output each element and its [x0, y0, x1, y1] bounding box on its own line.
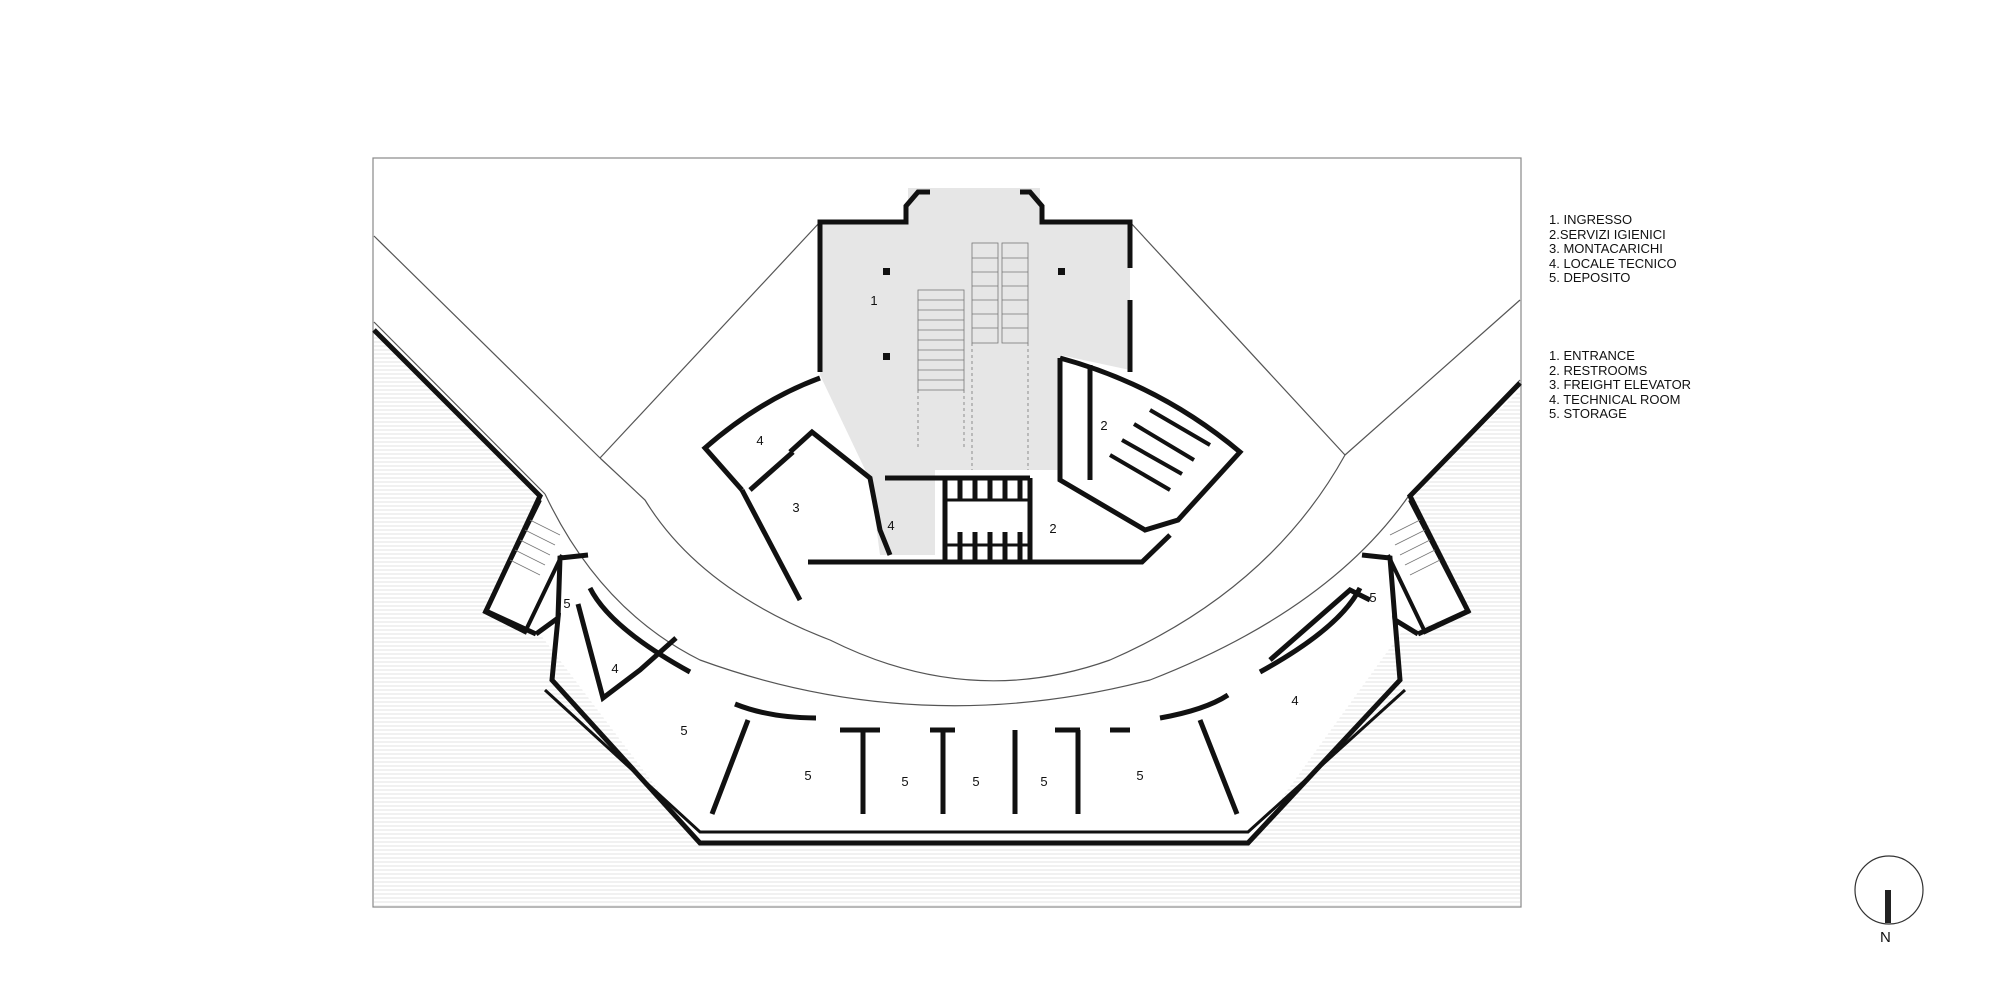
corner-stair-treads: [509, 519, 1441, 576]
room-label-storage-1: 5: [563, 596, 570, 611]
room-label-storage-3: 5: [804, 768, 811, 783]
walls: [701, 189, 1244, 602]
room-label-tech-d: 4: [1291, 693, 1298, 708]
room-label-storage-6: 5: [1040, 774, 1047, 789]
north-label: N: [1880, 929, 1891, 946]
legend-en-item: 1. ENTRANCE: [1549, 348, 1635, 363]
legend-italian: 1. INGRESSO 2.SERVIZI IGIENICI 3. MONTAC…: [1549, 212, 1677, 286]
entrance-hall: [820, 188, 1130, 555]
columns: [883, 268, 1065, 360]
room-label-tech-a: 4: [756, 433, 763, 448]
legend-it-item: 3. MONTACARICHI: [1549, 241, 1663, 256]
room-label-storage-2: 5: [680, 723, 687, 738]
room-labels: 1 2 2 3 4 4 4 4 5 5 5 5 5 5 5 5: [563, 293, 1376, 789]
room-label-elevator: 3: [792, 500, 799, 515]
room-label-tech-b: 4: [887, 518, 894, 533]
legend-it-item: 2.SERVIZI IGIENICI: [1549, 226, 1666, 242]
room-label-storage-8: 5: [1369, 590, 1376, 605]
outer-building-walls: [372, 328, 1522, 846]
room-label-restrooms-a: 2: [1100, 418, 1107, 433]
legend-en-item: 3. FREIGHT ELEVATOR: [1549, 377, 1692, 392]
room-label-restrooms-b: 2: [1049, 521, 1056, 536]
stair-detail: [917, 242, 1029, 470]
room-label-storage-5: 5: [972, 774, 979, 789]
legend-it-item: 1. INGRESSO: [1549, 212, 1633, 227]
room-label-tech-c: 4: [611, 661, 618, 676]
ground-hatch-left: [374, 330, 1520, 906]
legend-en-item: 5. STORAGE: [1549, 406, 1627, 421]
legend-en-item: 2. RESTROOMS: [1549, 362, 1648, 378]
room-label-storage-4: 5: [901, 774, 908, 789]
corner-stairs: [482, 499, 1471, 635]
legend-it-item: 4. LOCALE TECNICO: [1549, 255, 1677, 271]
legend-english: 1. ENTRANCE 2. RESTROOMS 3. FREIGHT ELEV…: [1549, 348, 1692, 422]
legend-en-item: 4. TECHNICAL ROOM: [1549, 391, 1681, 407]
room-label-entrance: 1: [870, 293, 877, 308]
road-outline: [373, 221, 1521, 707]
room-label-storage-7: 5: [1136, 768, 1143, 783]
legend-it-item: 5. DEPOSITO: [1549, 270, 1631, 285]
north-arrow-icon: [1854, 855, 1924, 925]
